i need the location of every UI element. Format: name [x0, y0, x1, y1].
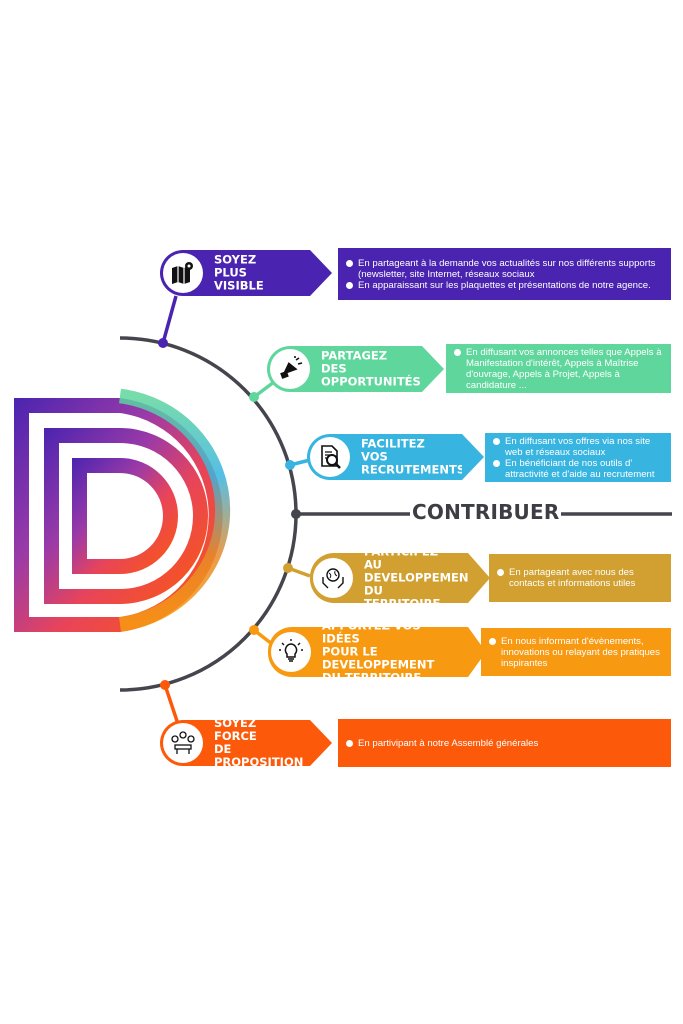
globe-hands-icon: [313, 558, 353, 598]
timeline-arc: [119, 336, 298, 692]
info-box-soyez-force-de-proposition: En partivipant à notre Assemblé générale…: [338, 719, 671, 767]
center-node: [291, 509, 301, 519]
meeting-group-icon: [163, 723, 203, 763]
document-search-icon: [310, 437, 350, 477]
info-box-soyez-plus-visible: En partageant à la demande vos actualité…: [338, 248, 671, 300]
info-box-participez-au-developpement: En partageant avec nous des contacts et …: [489, 554, 671, 602]
info-box-partagez-des-opportunites: En diffusant vos annonces telles que App…: [446, 344, 671, 393]
info-box-facilitez-vos-recrutements: En diffusant vos offres via nos site web…: [485, 433, 671, 482]
map-pin-icon: [163, 253, 203, 293]
contribuer-title: CONTRIBUER: [410, 500, 562, 524]
megaphone-icon: [270, 349, 310, 389]
d-logo: [14, 388, 231, 632]
info-box-apportez-vos-idees: En nous informant d'évènements, innovati…: [481, 628, 671, 676]
lightbulb-icon: [271, 632, 311, 672]
